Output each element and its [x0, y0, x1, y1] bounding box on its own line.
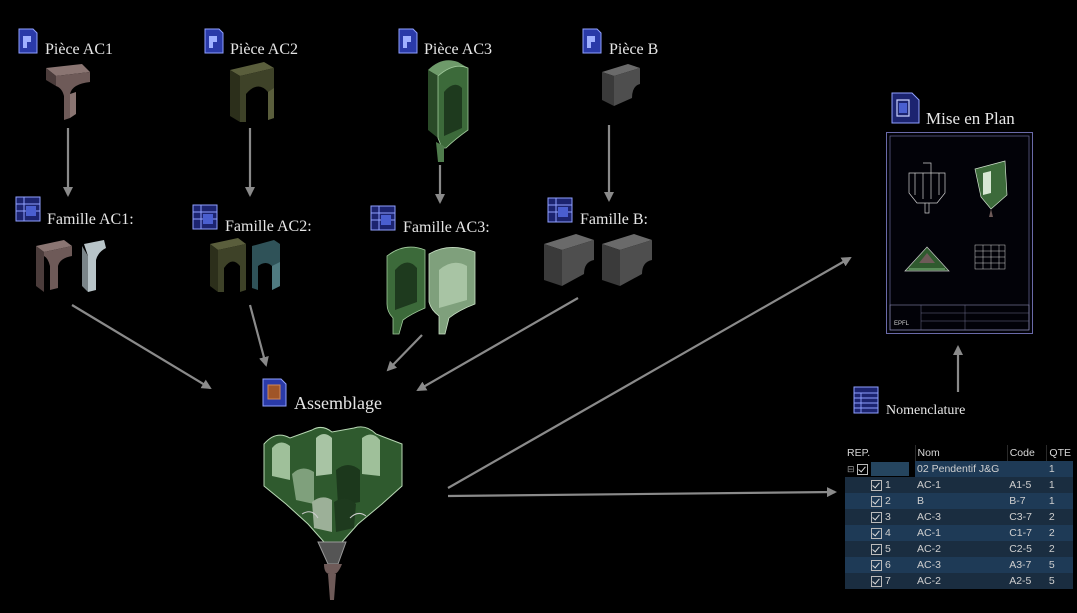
col-code[interactable]: Code: [1007, 445, 1048, 461]
drawing-view-shaded: [974, 160, 1008, 217]
piece-ac1-render: [46, 64, 90, 120]
family-ac2-render: [210, 238, 280, 292]
table-row[interactable]: 2 B B-7 1: [845, 493, 1073, 509]
piece-ac2-render: [230, 62, 274, 122]
assembly-file-icon: [262, 378, 287, 407]
arrow-fam-ac3-assembly: [386, 334, 423, 372]
rep-cell: 3: [885, 511, 891, 523]
drawing-sheet-contents: EPFL: [889, 135, 1030, 331]
piece-ac3-label: Pièce AC3: [424, 41, 492, 58]
checkbox[interactable]: [871, 543, 882, 555]
table-row[interactable]: 4 AC-1 C1-7 2: [845, 525, 1073, 541]
name-cell: AC-3: [915, 509, 1008, 525]
family-table-icon: [547, 197, 573, 223]
qty-cell: 1: [1046, 493, 1073, 509]
piece-b-label: Pièce B: [609, 41, 659, 58]
drawing-file-icon: [891, 92, 920, 124]
family-table-icon: [15, 196, 41, 222]
code-cell: A2-5: [1007, 573, 1047, 589]
piece-ac3-render: [428, 60, 469, 162]
arrow-assembly-bom: [447, 487, 837, 498]
family-table-icon: [370, 205, 396, 231]
code-cell: C2-5: [1007, 541, 1047, 557]
qty-cell: 2: [1046, 509, 1073, 525]
col-nom[interactable]: Nom: [915, 445, 1008, 461]
part-file-icon: [18, 28, 38, 54]
piece-b-render: [602, 64, 640, 106]
code-cell: B-7: [1007, 493, 1047, 509]
bom-header-row: REP. Nom Code QTE: [845, 445, 1073, 461]
col-rep[interactable]: REP.: [845, 445, 916, 461]
drawing-sheet: EPFL: [886, 132, 1033, 334]
bom-label: Nomenclature: [886, 403, 966, 418]
arrow-fam-b-assembly: [416, 297, 579, 391]
name-cell: B: [915, 493, 1008, 509]
piece-ac2-label: Pièce AC2: [230, 41, 298, 58]
assembly-label: Assemblage: [294, 393, 382, 413]
checkbox[interactable]: [871, 511, 882, 523]
checkbox[interactable]: [871, 495, 882, 507]
family-b-render: [544, 234, 652, 286]
family-ac2-label: Famille AC2:: [225, 218, 312, 235]
table-row[interactable]: 6 AC-3 A3-7 5: [845, 557, 1073, 573]
arrow-assembly-plan: [447, 257, 852, 489]
table-row[interactable]: 7 AC-2 A2-5 5: [845, 573, 1073, 589]
qty-cell: 2: [1046, 525, 1073, 541]
drawing-label: Mise en Plan: [926, 109, 1015, 128]
collapse-icon[interactable]: ⊟: [847, 463, 855, 474]
qty-cell: 2: [1046, 541, 1073, 557]
col-qte[interactable]: QTE: [1049, 447, 1071, 459]
bom-root-row[interactable]: ⊟ 02 Pendentif J&G 1: [845, 461, 1073, 477]
checkbox[interactable]: [871, 559, 882, 571]
part-file-icon: [204, 28, 224, 54]
name-cell: AC-1: [915, 525, 1008, 541]
code-cell: A1-5: [1007, 477, 1047, 493]
table-row[interactable]: 1 AC-1 A1-5 1: [845, 477, 1073, 493]
arrow-fam-ac1-assembly: [71, 304, 212, 390]
rep-cell: 2: [885, 495, 891, 507]
family-b-label: Famille B:: [580, 211, 648, 228]
bom-table-icon: [853, 386, 879, 414]
rep-cell: 1: [885, 479, 891, 491]
name-cell: AC-2: [915, 573, 1008, 589]
family-ac3-render: [386, 246, 476, 335]
arrow-fam-ac2-assembly: [248, 304, 269, 367]
rep-cell: 6: [885, 559, 891, 571]
qty-cell: 5: [1046, 573, 1073, 589]
family-table-icon: [192, 204, 218, 230]
drawing-view-section: [904, 246, 950, 272]
name-cell: AC-2: [915, 541, 1008, 557]
name-cell: AC-3: [915, 557, 1008, 573]
bom-root-name: 02 Pendentif J&G: [915, 461, 1008, 477]
part-file-icon: [582, 28, 602, 54]
checkbox[interactable]: [871, 527, 882, 539]
table-row[interactable]: 5 AC-2 C2-5 2: [845, 541, 1073, 557]
part-file-icon: [398, 28, 418, 54]
qty-cell: 1: [1046, 477, 1073, 493]
name-cell: AC-1: [915, 477, 1008, 493]
family-ac3-label: Famille AC3:: [403, 219, 490, 236]
rep-cell: 4: [885, 527, 891, 539]
drawing-view-table: [974, 244, 1006, 270]
code-cell: A3-7: [1007, 557, 1047, 573]
qty-cell: 5: [1046, 557, 1073, 573]
drawing-stamp: EPFL: [894, 321, 910, 327]
piece-ac1-label: Pièce AC1: [45, 41, 113, 58]
drawing-title-block: EPFL: [889, 304, 1030, 331]
drawing-view-wireframe: [908, 162, 946, 214]
family-ac1-render: [36, 240, 106, 292]
bom-table: REP. Nom Code QTE ⊟ 02 Pendentif J&G 1 1…: [845, 445, 1073, 589]
table-row[interactable]: 3 AC-3 C3-7 2: [845, 509, 1073, 525]
checkbox[interactable]: [857, 463, 869, 475]
checkbox[interactable]: [871, 479, 882, 491]
assembly-render: [263, 426, 403, 600]
checkbox[interactable]: [871, 575, 882, 587]
code-cell: C1-7: [1007, 525, 1047, 541]
rep-cell: 5: [885, 543, 891, 555]
rep-cell: 7: [885, 575, 891, 587]
family-ac1-label: Famille AC1:: [47, 211, 134, 228]
bom-root-qty: 1: [1046, 461, 1073, 477]
code-cell: C3-7: [1007, 509, 1047, 525]
